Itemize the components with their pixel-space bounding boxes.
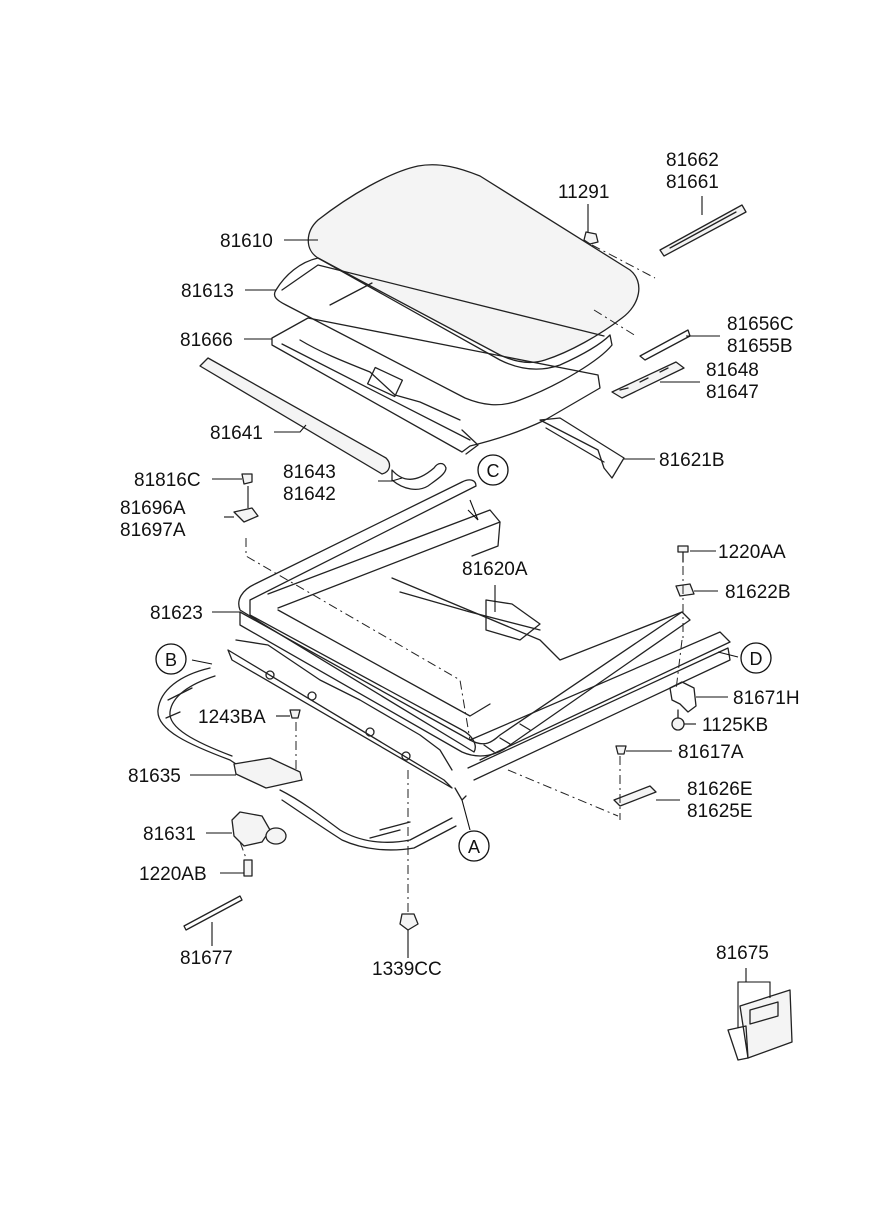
frame-81623[interactable] (227, 479, 731, 801)
label-1243BA: 1243BA (198, 707, 266, 728)
callout-D-text: D (750, 649, 763, 669)
label-1220AB: 1220AB (139, 864, 207, 885)
frame-81666[interactable] (271, 317, 601, 455)
label-81613: 81613 (181, 281, 234, 302)
label-81626E: 81626E (687, 779, 753, 800)
callout-D: D (740, 642, 772, 674)
bracket-81626E[interactable] (613, 785, 657, 807)
label-1220AA: 1220AA (718, 542, 786, 563)
bracket-81671H[interactable] (669, 681, 697, 713)
manual-81675[interactable] (727, 989, 793, 1061)
label-81675: 81675 (716, 943, 769, 964)
label-81647: 81647 (706, 382, 759, 403)
callout-A-text: A (468, 837, 480, 857)
callout-C: C (477, 454, 509, 486)
drain-hose-81643[interactable] (391, 462, 447, 491)
clip-11291[interactable] (583, 231, 599, 245)
label-81656C: 81656C (727, 314, 794, 335)
glass-panel-81610[interactable] (307, 164, 640, 364)
clip-81696A[interactable] (233, 507, 259, 523)
label-81620A: 81620A (462, 559, 528, 580)
tool-81677[interactable] (183, 895, 243, 931)
label-11291: 11291 (558, 182, 609, 203)
label-1339CC: 1339CC (372, 959, 442, 980)
label-81677: 81677 (180, 948, 233, 969)
bolt-1220AB[interactable] (243, 859, 253, 877)
label-81661: 81661 (666, 172, 719, 193)
screw-81816C[interactable] (241, 473, 253, 485)
leader-lines (190, 196, 771, 1028)
label-81696A: 81696A (120, 498, 186, 519)
part-labels: 81662 81661 11291 81610 81613 81666 8165… (120, 150, 800, 980)
label-81631: 81631 (143, 824, 196, 845)
label-81623: 81623 (150, 603, 203, 624)
assembly-lines (239, 244, 684, 912)
label-81641: 81641 (210, 423, 263, 444)
label-81610: 81610 (220, 231, 273, 252)
label-81642: 81642 (283, 484, 336, 505)
label-81816C: 81816C (134, 470, 201, 491)
screw-1220AA[interactable] (677, 545, 689, 563)
bolt-1125KB[interactable] (671, 709, 685, 731)
label-81622B: 81622B (725, 582, 791, 603)
label-81617A: 81617A (678, 742, 744, 763)
screw-1243BA[interactable] (289, 709, 301, 719)
label-81666: 81666 (180, 330, 233, 351)
grommet-1339CC[interactable] (399, 913, 419, 931)
callout-C-text: C (487, 461, 500, 481)
label-81671H: 81671H (733, 688, 800, 709)
clip-81622B[interactable] (675, 583, 695, 597)
screw-81617A[interactable] (615, 745, 627, 755)
bracket-81648[interactable] (611, 361, 685, 399)
label-81621B: 81621B (659, 450, 725, 471)
label-81655B: 81655B (727, 336, 793, 357)
label-81697A: 81697A (120, 520, 186, 541)
drive-cables-81635[interactable] (157, 667, 457, 851)
label-81643: 81643 (283, 462, 336, 483)
label-81648: 81648 (706, 360, 759, 381)
label-81635: 81635 (128, 766, 181, 787)
shade-strip-81641[interactable] (199, 357, 391, 475)
callout-A: A (458, 830, 490, 862)
weatherstrip-81613[interactable] (273, 257, 613, 406)
label-81662: 81662 (666, 150, 719, 171)
motor-81631[interactable] (231, 757, 303, 847)
rail-81621B[interactable] (539, 417, 625, 479)
bracket-81656C[interactable] (639, 329, 691, 361)
callout-B-text: B (165, 650, 177, 670)
label-81625E: 81625E (687, 801, 753, 822)
callout-B: B (155, 643, 187, 675)
label-1125KB: 1125KB (702, 715, 768, 736)
trim-81662[interactable] (659, 204, 747, 257)
